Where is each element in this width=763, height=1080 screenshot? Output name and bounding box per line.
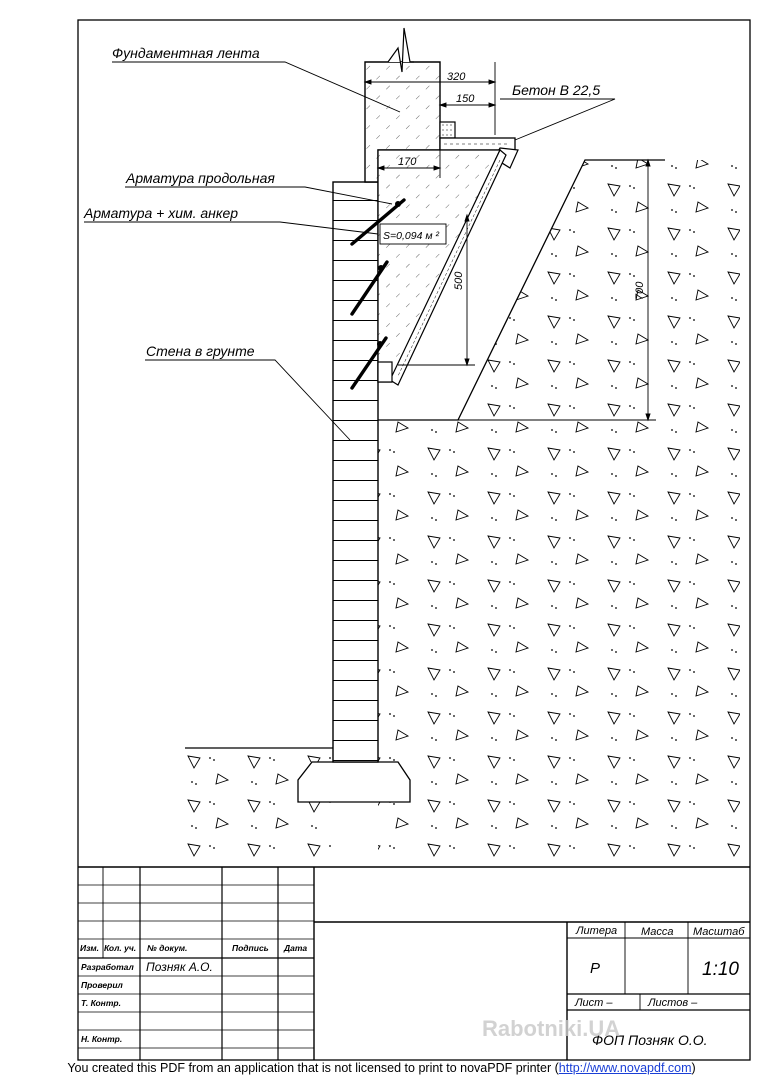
ground-slope-line: [378, 159, 665, 421]
pdf-notice-text: You created this PDF from an application…: [67, 1061, 559, 1075]
tb-scale-value: 1:10: [702, 959, 739, 980]
tb-col-date: Дата: [283, 943, 307, 953]
tb-developer-name: Позняк А.О.: [146, 960, 213, 974]
concrete-wedge: [377, 149, 507, 386]
tb-mass-label: Масса: [641, 926, 674, 938]
dim-170: 170: [398, 156, 417, 168]
rebar: [350, 198, 406, 390]
title-block: [78, 866, 750, 1060]
watermark-text: Rabotniki.UA: [482, 1016, 620, 1041]
tb-col-sign: Подпись: [232, 943, 269, 953]
tb-sheets-label: Листов –: [647, 997, 698, 1009]
tb-role-tcontrol: Т. Контр.: [81, 998, 121, 1008]
tb-role-developer: Разработал: [81, 962, 134, 972]
footing: [297, 761, 411, 803]
area-box: [379, 223, 447, 245]
tb-scale-label: Масштаб: [693, 926, 745, 938]
label-foundation-strip: Фундаментная лента: [112, 45, 260, 61]
tb-col-doc: № докум.: [147, 943, 187, 953]
novapdf-link[interactable]: http://www.novapdf.com: [558, 1061, 692, 1075]
dim-150: 150: [456, 93, 475, 105]
pdf-notice: You created this PDF from an application…: [0, 1061, 763, 1075]
label-concrete: Бетон В 22,5: [512, 82, 600, 98]
tb-role-checked: Проверил: [81, 980, 124, 990]
tb-organization: ФОП Позняк О.О.: [592, 1032, 708, 1048]
leader-lines: [84, 61, 616, 441]
tb-litera-value: Р: [590, 960, 600, 977]
sheet-frame: [77, 19, 751, 1061]
dim-area: S=0,094 м ²: [383, 230, 439, 242]
tb-litera-label: Литера: [575, 925, 617, 937]
soil-hatching: [185, 160, 740, 860]
tb-col-izm: Изм.: [80, 943, 99, 953]
label-wall-in-ground: Стена в грунте: [146, 343, 255, 359]
dim-500: 500: [453, 271, 465, 290]
tb-role-ncontrol: Н. Контр.: [81, 1034, 122, 1044]
dim-320: 320: [447, 71, 466, 83]
dim-700: 700: [634, 281, 646, 300]
tb-col-kol: Кол. уч.: [104, 943, 136, 953]
label-longitudinal-rebar: Арматура продольная: [125, 170, 275, 186]
foundation-strip: [364, 27, 441, 183]
dimension-lines: [363, 62, 665, 422]
pdf-notice-close: ): [691, 1061, 696, 1075]
label-rebar-anchor: Арматура + хим. анкер: [83, 205, 238, 221]
brick-wall: [332, 181, 379, 763]
tb-sheet-label: Лист –: [574, 997, 613, 1009]
